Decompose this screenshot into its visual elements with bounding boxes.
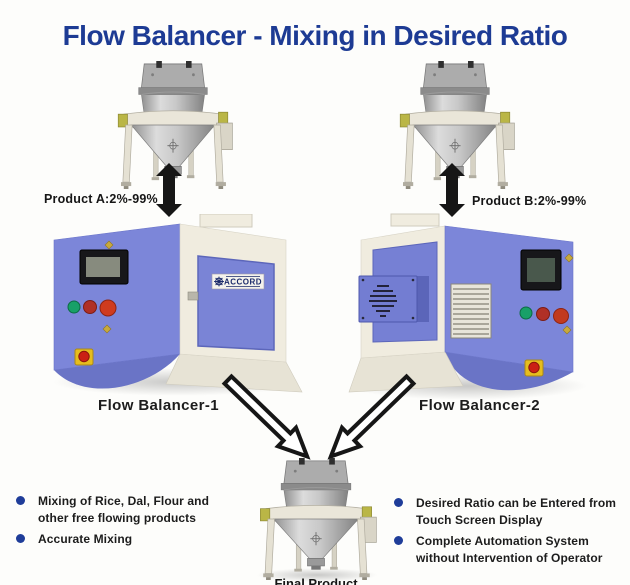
converging-arrows [221, 373, 417, 460]
emergency-stop-1 [74, 348, 94, 366]
final-product-label: Final Product [274, 576, 358, 585]
product-a-label: Product A:2%-99% [44, 192, 158, 206]
machine-1-inlet-chute [199, 214, 253, 228]
list-item: Accurate Mixing [16, 531, 251, 548]
red-knob-1 [99, 299, 117, 317]
flow-balancer-1-machine: ACCORD [53, 214, 303, 393]
feature-list-left: Mixing of Rice, Dal, Flour and other fre… [16, 493, 251, 552]
feature-text: Accurate Mixing [38, 532, 133, 546]
vent-grille [450, 283, 492, 339]
machine-1-front-panel [53, 223, 181, 371]
feature-text: Desired Ratio can be Entered from [416, 496, 617, 510]
feature-text: without Intervention of Operator [416, 551, 603, 565]
page-title: Flow Balancer - Mixing in Desired Ratio [62, 20, 568, 51]
green-button-1 [67, 300, 81, 314]
gold-latch-bottom-2 [562, 325, 572, 335]
gear-icon [214, 276, 224, 287]
feature-text: Mixing of Rice, Dal, Flour and [38, 494, 210, 508]
accord-logo: ACCORD [211, 273, 265, 290]
door-handle [187, 291, 199, 301]
feature-list-right: Desired Ratio can be Entered from Touch … [394, 495, 630, 571]
gold-latch-top-2 [564, 253, 574, 263]
product-a-flow-arrow-icon [156, 163, 182, 217]
bullet-icon [394, 536, 403, 545]
flow-balancer-2-machine [348, 213, 574, 393]
product-b-label: Product B:2%-99% [472, 194, 587, 208]
list-item: Mixing of Rice, Dal, Flour and other fre… [16, 493, 251, 527]
feature-text: other free flowing products [38, 511, 197, 525]
machine-1-drum [54, 354, 180, 389]
touchscreen-screen-1 [86, 257, 120, 277]
gold-latch-bottom [102, 324, 112, 334]
gold-latch-top [104, 240, 114, 250]
hopper-final-product [250, 458, 382, 580]
red-knob-2 [553, 308, 569, 324]
list-item: Complete Automation System without Inter… [394, 533, 630, 567]
bullet-icon [16, 534, 25, 543]
feature-text: Complete Automation System [416, 534, 589, 548]
emergency-stop-2 [524, 359, 544, 377]
green-button-2 [519, 306, 533, 320]
machine-1-door [197, 255, 275, 351]
machine-1-output-arrow-icon [221, 373, 311, 460]
flow-balancer-2-label: Flow Balancer-2 [419, 397, 541, 414]
feature-text: Touch Screen Display [416, 513, 543, 527]
final-hopper-shadow [256, 568, 378, 582]
bullet-icon [16, 496, 25, 505]
bullet-icon [394, 498, 403, 507]
red-button-1 [83, 300, 97, 314]
list-item: Desired Ratio can be Entered from Touch … [394, 495, 630, 529]
red-button-2 [536, 307, 550, 321]
motor-box [358, 275, 429, 323]
touchscreen-screen-2 [527, 258, 555, 282]
flow-balancer-1-label: Flow Balancer-1 [98, 397, 220, 414]
machine-2-output-arrow-icon [327, 373, 417, 460]
product-b-flow-arrow-icon [439, 163, 465, 217]
machine-2-drum [445, 352, 573, 391]
accord-logo-text: ACCORD [224, 278, 262, 287]
motor-vent-icon [369, 285, 397, 317]
machine-2-inlet-chute [390, 213, 440, 227]
